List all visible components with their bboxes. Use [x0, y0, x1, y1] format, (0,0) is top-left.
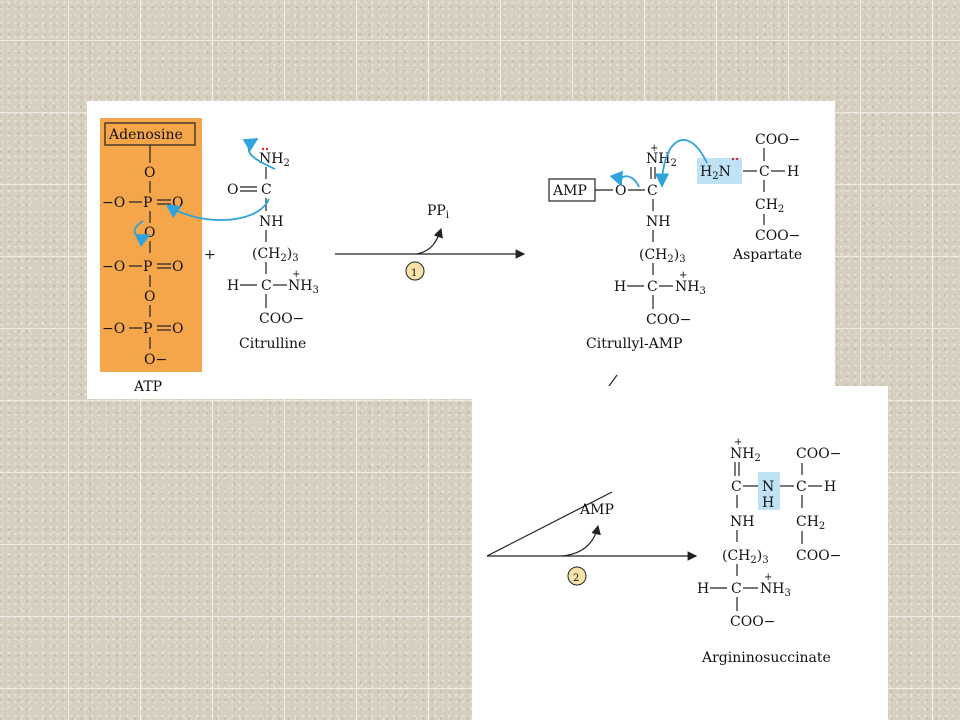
product-nh-h: H: [762, 495, 774, 511]
reaction-step2-diagram: AMP 2 NH2 + C N H C H COO− NH CH2 COO− (…: [486, 437, 841, 666]
citrulline-carbonyl-o: O: [227, 182, 238, 198]
product-coo: COO−: [730, 614, 775, 630]
aspartate-h: H: [787, 164, 799, 180]
amp-release-arrow: [561, 524, 601, 557]
atp-caption: ATP: [133, 379, 162, 395]
step-number-2: 2: [573, 573, 579, 584]
curved-arrow-nh2: [242, 138, 276, 170]
product-ch2-3: (CH2)3: [722, 548, 769, 566]
step-number-1: 1: [411, 268, 417, 279]
svg-text:+: +: [734, 437, 742, 448]
ppi-release-arrow: [416, 227, 443, 255]
atp-neg-o1: −O: [102, 195, 125, 211]
aspartate-caption: Aspartate: [732, 247, 802, 263]
step-badge-2: [567, 566, 587, 586]
intermediate-coo: COO−: [646, 312, 691, 328]
svg-text:+: +: [292, 269, 300, 280]
product-caption: Argininosuccinate: [701, 650, 831, 666]
product-coo-top: COO−: [796, 446, 841, 462]
aspartate-h2n: H2N: [700, 164, 731, 182]
step-badge-1: [405, 261, 425, 281]
intermediate-c: C: [647, 183, 658, 199]
plus-sign: +: [204, 247, 216, 263]
aspartate-coo-top: COO−: [755, 132, 800, 148]
atp-o-minus: O−: [144, 352, 167, 368]
citrulline-h: H: [227, 278, 239, 294]
product-c3: C: [731, 581, 742, 597]
intermediate-alpha-c: C: [647, 279, 658, 295]
intermediate-ch2-3: (CH2)3: [639, 247, 686, 265]
atp-p1: P: [143, 195, 152, 211]
aspartate-amine-highlight: [697, 158, 742, 184]
product-nh: NH: [730, 514, 754, 530]
product-coo-mid: COO−: [796, 548, 841, 564]
product-ch2-right: CH2: [796, 514, 825, 532]
svg-text:+: +: [679, 270, 687, 281]
atp-o2: O: [144, 225, 155, 241]
svg-text:+: +: [650, 143, 658, 154]
reaction-step1-diagram: Adenosine O −O P O O −O P O O −O P O O− …: [100, 118, 802, 395]
citrulline-nh: NH: [259, 214, 283, 230]
atp-highlight-box: [100, 118, 202, 372]
citrulline-ch2-3: (CH2)3: [252, 246, 299, 264]
aspartate-ch2: CH2: [755, 197, 784, 215]
product-n: N: [762, 479, 774, 495]
reaction-panel-bottom: AMP 2 NH2 + C N H C H COO− NH CH2 COO− (…: [472, 386, 888, 720]
atp-p3: P: [143, 321, 152, 337]
svg-text:+: +: [764, 572, 772, 583]
aspartate-c: C: [759, 164, 770, 180]
intermediate-amp: AMP: [552, 183, 587, 199]
ppi-label: PPi: [427, 203, 449, 221]
atp-o-eq1: O: [172, 195, 183, 211]
product-c2: C: [796, 479, 807, 495]
curved-arrow-amine-attack: [654, 139, 708, 188]
atp-o-eq3: O: [172, 321, 183, 337]
atp-o-eq2: O: [172, 259, 183, 275]
intermediate-o: O: [615, 183, 626, 199]
citrulline-nh3: NH3: [288, 278, 319, 296]
product-c: C: [731, 479, 742, 495]
atp-neg-o3: −O: [102, 321, 125, 337]
citrulline-alpha-c: C: [261, 278, 272, 294]
curved-arrow-attack: [165, 198, 270, 221]
atp-o3: O: [144, 289, 155, 305]
reaction-panel-top: Adenosine O −O P O O −O P O O −O P O O− …: [87, 101, 835, 399]
curved-arrow-leaving: [609, 170, 640, 188]
atp-o1: O: [144, 165, 155, 181]
intermediate-nh3: NH3: [675, 279, 706, 297]
atp-p2: P: [143, 259, 152, 275]
product-h-left: H: [697, 581, 709, 597]
aspartate-coo-bottom: COO−: [755, 228, 800, 244]
product-nh2: NH2: [730, 446, 761, 464]
citrulline-coo: COO−: [259, 311, 304, 327]
citrulline-nh2: NH2: [259, 151, 290, 169]
intermediate-nh: NH: [646, 214, 670, 230]
intermediate-h: H: [614, 279, 626, 295]
product-nh3: NH3: [760, 581, 791, 599]
curved-arrow-p-o: [133, 220, 151, 248]
product-nh-highlight: [758, 472, 780, 510]
citrulline-caption: Citrulline: [239, 336, 306, 352]
intermediate-caption: Citrullyl-AMP: [586, 336, 682, 352]
product-h: H: [824, 479, 836, 495]
amp-byproduct-label: AMP: [579, 502, 614, 518]
atp-neg-o2: −O: [102, 259, 125, 275]
citrulline-c: C: [261, 182, 272, 198]
adenosine-label: Adenosine: [108, 127, 183, 143]
